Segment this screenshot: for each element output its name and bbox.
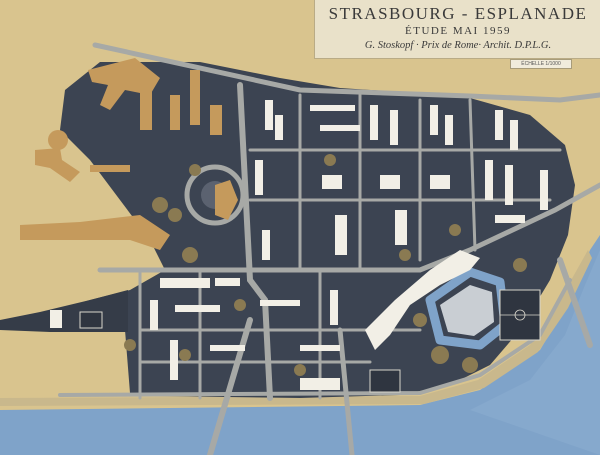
road-network (58, 42, 600, 455)
architect-credit: G. Stoskopf · Prix de Rome· Archit. D.P.… (364, 40, 552, 51)
river (0, 235, 600, 455)
cork-buildings (20, 58, 238, 250)
trees (124, 154, 527, 376)
model-title: STRASBOURG - ESPLANADE (328, 4, 588, 23)
model-subtitle: ÉTUDE MAI 1959 (405, 25, 511, 37)
building-blocks (50, 100, 548, 390)
title-card: STRASBOURG - ESPLANADE ÉTUDE MAI 1959 G.… (314, 0, 600, 59)
scale-label: ÉCHELLE 1/1000 (510, 59, 572, 69)
sports-field (79, 289, 541, 393)
